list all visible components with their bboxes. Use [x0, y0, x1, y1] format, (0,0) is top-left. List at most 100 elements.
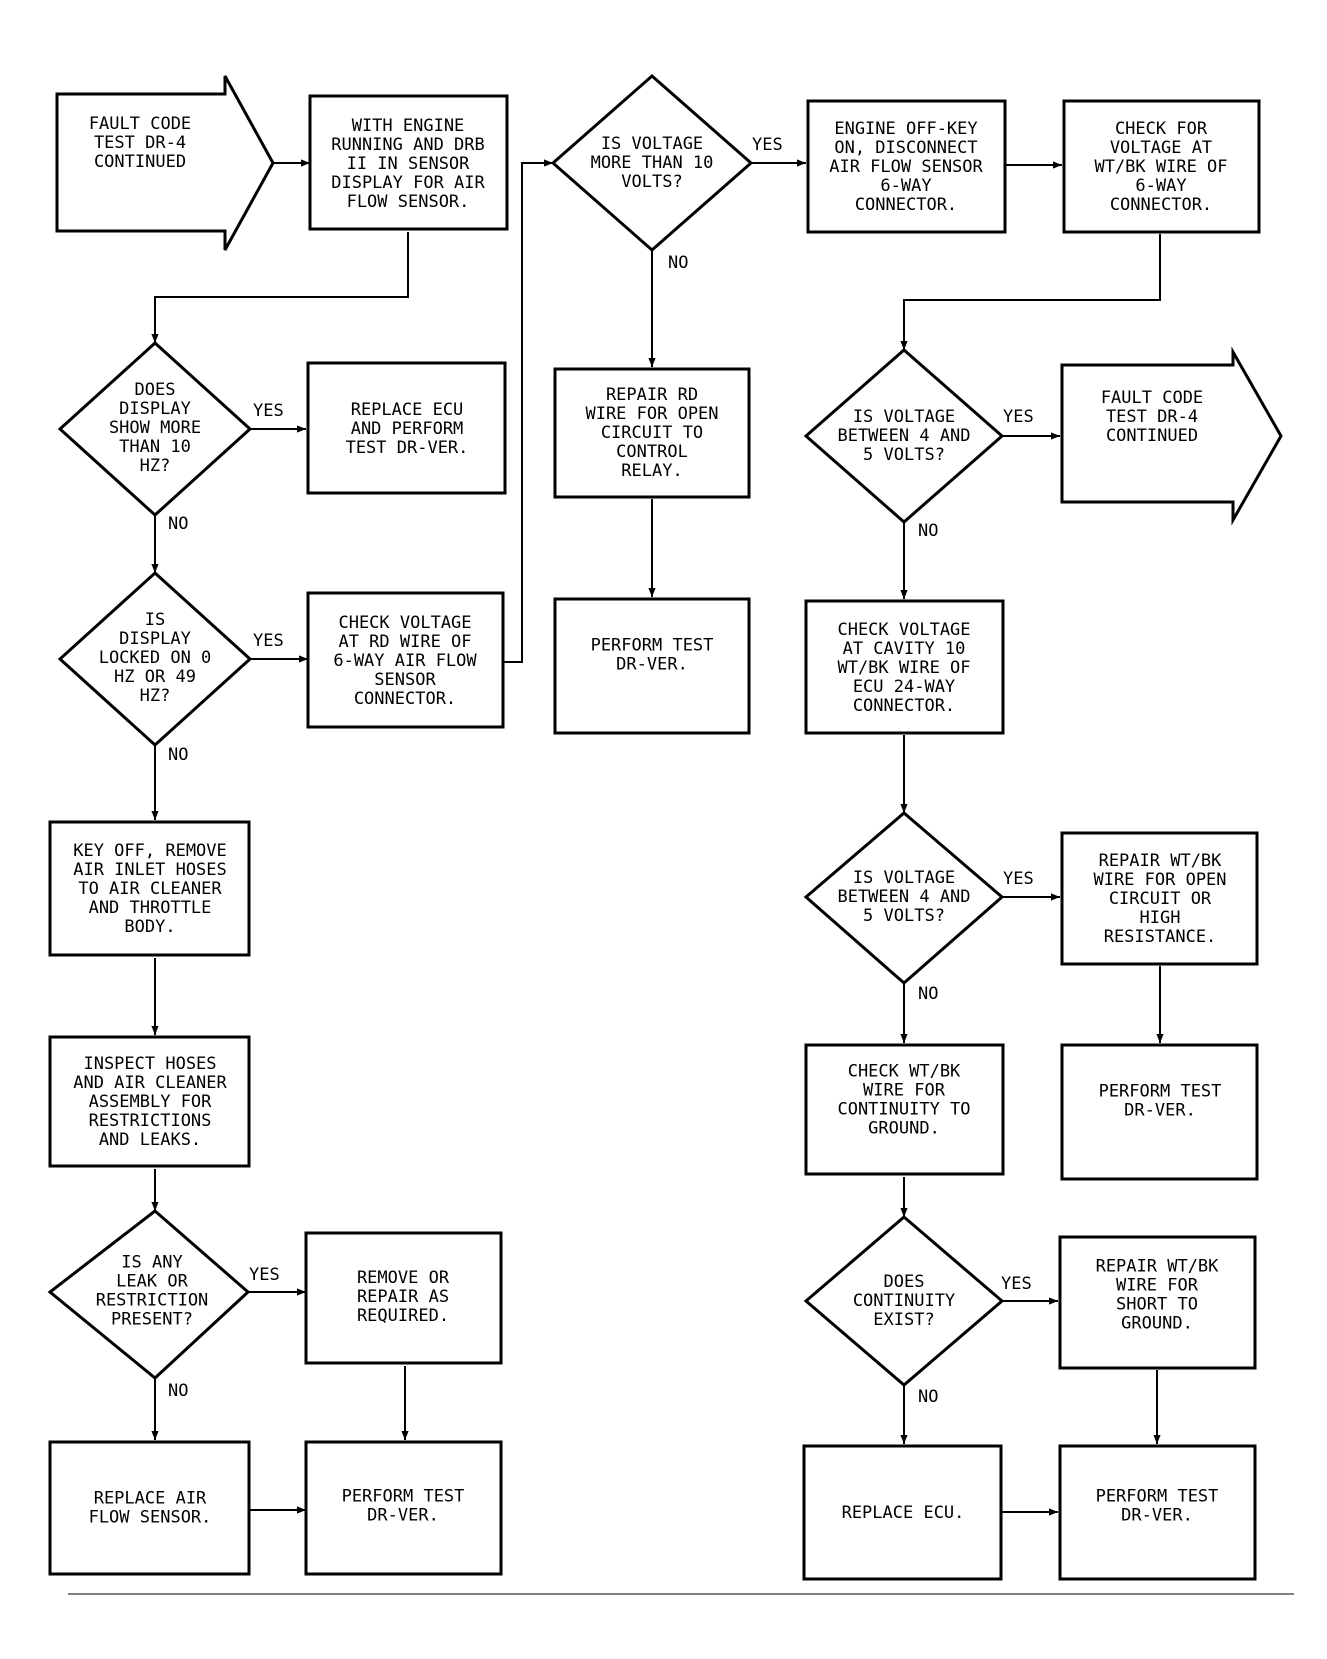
node-text-line: CHECK FOR: [1115, 119, 1208, 139]
node-text-line: WIRE FOR: [1116, 1276, 1199, 1296]
node-text-line: AIR FLOW SENSOR: [829, 157, 983, 177]
decision-between-4-5-b: [803, 811, 1005, 985]
engine-off-key-box: [806, 99, 1007, 234]
start-arrow: [55, 75, 275, 251]
check-cavity10-box: [804, 599, 1005, 735]
node-text-line: INSPECT HOSES: [83, 1054, 216, 1074]
node-text-line: WIRE FOR OPEN: [1093, 870, 1226, 890]
engine-running-box: [308, 94, 509, 231]
node-text-line: KEY OFF, REMOVE: [73, 841, 227, 861]
node-text-line: PERFORM TEST: [1096, 1487, 1219, 1507]
node-text-line: IS VOLTAGE: [853, 407, 955, 427]
node-text-line: LEAK OR: [116, 1272, 188, 1292]
decision-continuity: [803, 1215, 1005, 1387]
node-text-line: FLOW SENSOR.: [347, 192, 470, 212]
node-text-line: LOCKED ON 0: [99, 648, 212, 668]
node-text-line: SHOW MORE: [109, 418, 201, 438]
node-text-line: AT CAVITY 10: [843, 639, 966, 659]
replace-afs-box: [48, 1440, 251, 1576]
node-text-line: BODY.: [124, 917, 175, 937]
label-yes-q-continuity: YES: [1001, 1274, 1032, 1294]
label-yes-q-between-a: YES: [1003, 407, 1034, 427]
label-no-q-between-b: NO: [918, 984, 938, 1004]
node-text-line: IS VOLTAGE: [601, 134, 703, 154]
check-wtbk-cont-box: [804, 1043, 1005, 1176]
perform-test-d-box: [1058, 1444, 1257, 1581]
node-text-line: 6-WAY: [1135, 176, 1186, 196]
label-no-q-locked: NO: [168, 745, 188, 765]
label-no-q-leak: NO: [168, 1381, 188, 1401]
node-text-line: ENGINE OFF-KEY: [834, 119, 977, 139]
node-text-line: REQUIRED.: [357, 1306, 449, 1326]
node-text-line: REPAIR RD: [606, 385, 698, 405]
node-text-line: RESTRICTION: [96, 1291, 209, 1311]
label-yes-q-locked: YES: [253, 631, 284, 651]
node-text-line: DR-VER.: [1124, 1101, 1196, 1121]
node-text-line: PRESENT?: [111, 1310, 193, 1330]
node-text-line: CONNECTOR.: [354, 689, 456, 709]
node-text-line: AND THROTTLE: [89, 898, 212, 918]
node-text-line: CONNECTOR.: [853, 696, 955, 716]
node-text-line: CONTINUED: [1106, 426, 1198, 446]
node-text-line: DR-VER.: [1121, 1506, 1193, 1526]
edge-check-voltage-rd-to-q-more-10v: [503, 159, 553, 663]
node-text-line: CHECK VOLTAGE: [338, 613, 471, 633]
node-text-line: 5 VOLTS?: [863, 445, 945, 465]
replace-ecu-box: [802, 1444, 1003, 1581]
node-text-line: RESTRICTIONS: [89, 1111, 212, 1131]
node-text-line: CONTINUED: [94, 152, 186, 172]
node-text-line: REPLACE ECU.: [842, 1503, 965, 1523]
node-text-line: CONTINUITY: [853, 1291, 955, 1311]
node-text-line: REMOVE OR: [357, 1268, 450, 1288]
node-text-line: WT/BK WIRE OF: [1094, 157, 1227, 177]
node-text-line: DR-VER.: [367, 1506, 439, 1526]
decision-more-10v: [550, 74, 754, 252]
node-text-line: ASSEMBLY FOR: [89, 1092, 213, 1112]
node-text-line: WIRE FOR: [863, 1081, 946, 1101]
label-yes-q-more-10v: YES: [752, 135, 783, 155]
edge-check-wtbk-to-q-between-a: [900, 234, 1161, 350]
node-text-line: ON, DISCONNECT: [834, 138, 977, 158]
node-text-line: TEST DR-4: [1106, 407, 1198, 427]
node-text-line: CONNECTOR.: [855, 195, 957, 215]
node-text-line: TEST DR-VER.: [346, 438, 469, 458]
node-text-line: CHECK VOLTAGE: [837, 620, 970, 640]
node-text-line: EXIST?: [873, 1310, 934, 1330]
node-text-line: HIGH: [1140, 908, 1181, 928]
node-text-line: PERFORM TEST: [1099, 1082, 1222, 1102]
node-text-line: DR-VER.: [616, 655, 688, 675]
node-text-line: WITH ENGINE: [352, 116, 465, 136]
node-text-line: AND PERFORM: [351, 419, 464, 439]
node-text-line: REPLACE AIR: [94, 1489, 207, 1509]
node-text-line: DISPLAY FOR AIR: [331, 173, 485, 193]
label-yes-q-between-b: YES: [1003, 869, 1034, 889]
node-text-line: CONTINUITY TO: [837, 1100, 970, 1120]
node-text-line: DOES: [884, 1272, 925, 1292]
node-text-line: RUNNING AND DRB: [331, 135, 485, 155]
node-text-line: AIR INLET HOSES: [73, 860, 227, 880]
node-text-line: AT RD WIRE OF: [338, 632, 471, 652]
node-text-line: REPLACE ECU: [351, 400, 464, 420]
node-text-line: HZ?: [140, 456, 171, 476]
node-text-line: WT/BK WIRE OF: [837, 658, 970, 678]
repair-rd-box: [553, 367, 751, 499]
node-text-line: HZ?: [140, 686, 171, 706]
node-text-line: CHECK WT/BK: [848, 1062, 961, 1082]
node-text-line: DISPLAY: [119, 629, 191, 649]
